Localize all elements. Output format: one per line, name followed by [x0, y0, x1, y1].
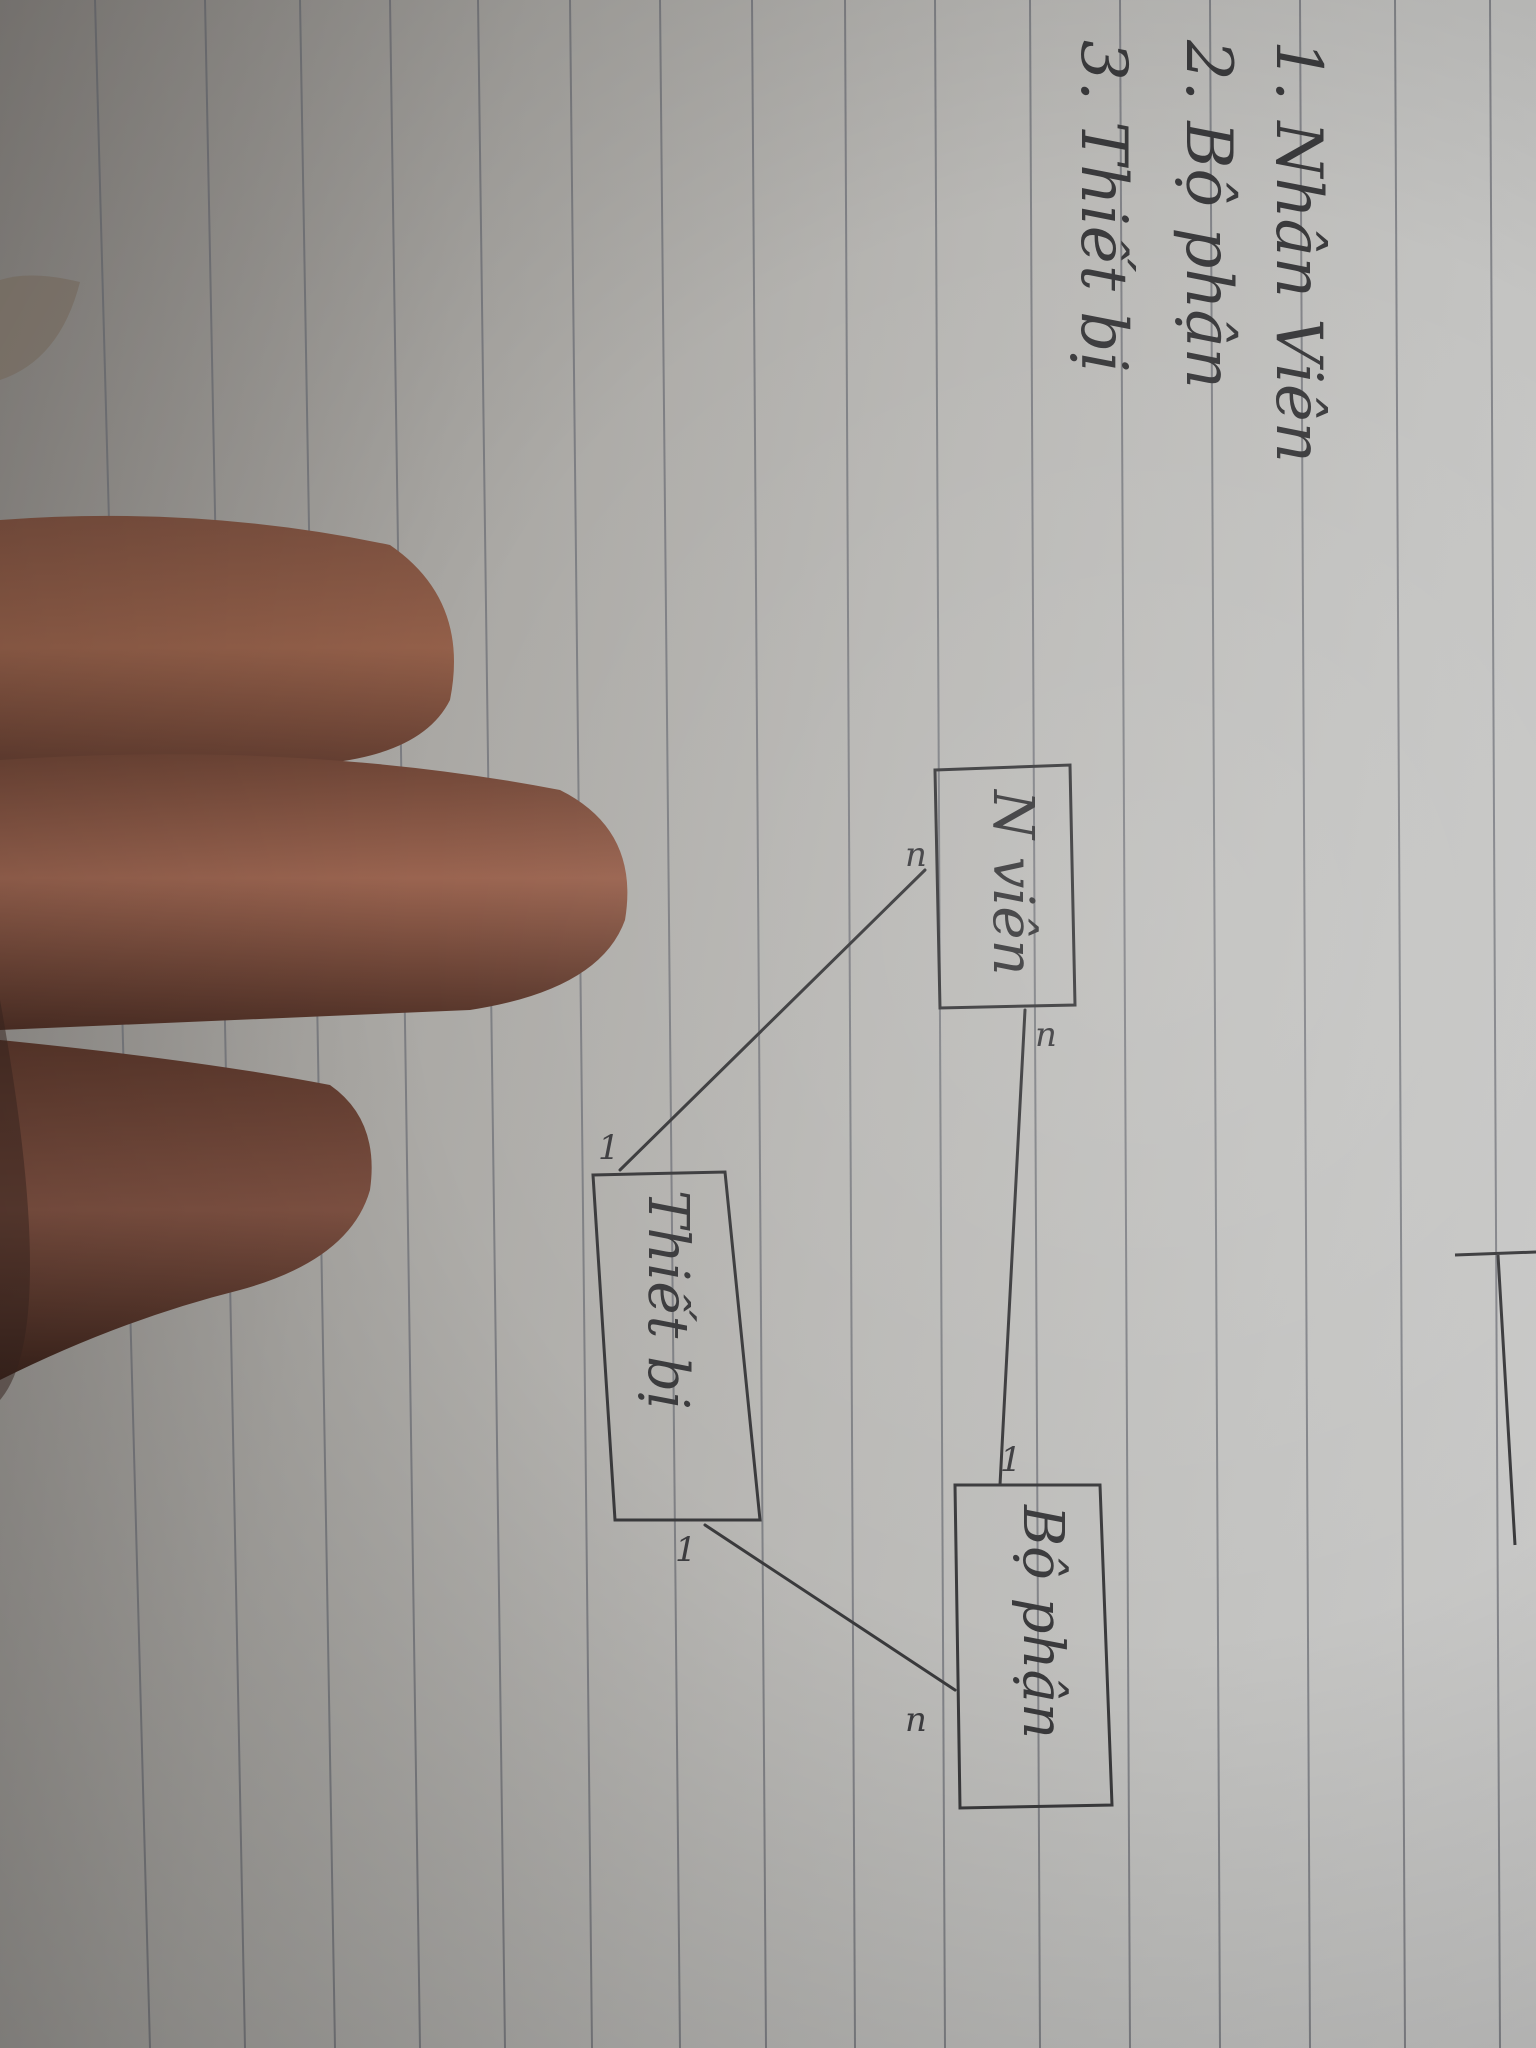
line-employee-device	[618, 868, 927, 1172]
department-box	[953, 1483, 1114, 1810]
finger-top	[0, 275, 80, 380]
mult-device-dept-dept-side: n	[905, 1700, 927, 1740]
finger-3	[0, 1040, 372, 1380]
mult-emp-dept-dept-side: 1	[1000, 1440, 1022, 1480]
mult-emp-device-employee-side: n	[905, 835, 927, 875]
line-employee-department	[998, 1008, 1027, 1487]
mult-emp-dept-employee-side: n	[1035, 1015, 1057, 1055]
finger-2	[0, 754, 628, 1030]
device-box	[591, 1170, 762, 1522]
mult-device-dept-device-side: 1	[675, 1530, 697, 1570]
line-device-department	[703, 1523, 957, 1692]
employee-box	[933, 763, 1077, 1010]
finger-1	[0, 515, 454, 780]
mult-emp-device-device-side: 1	[598, 1128, 620, 1168]
